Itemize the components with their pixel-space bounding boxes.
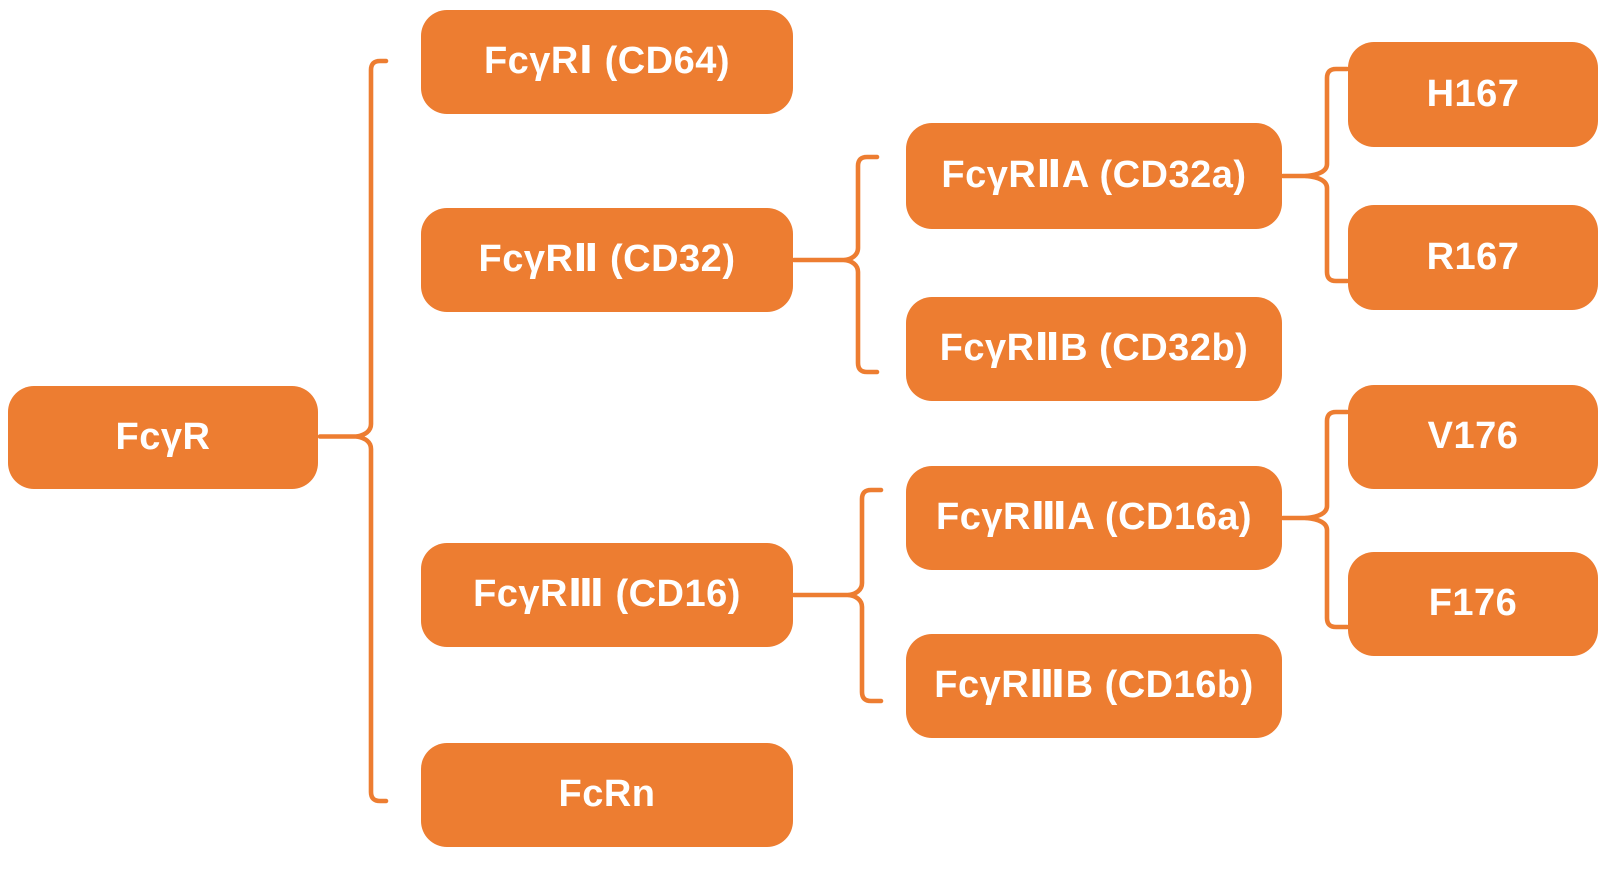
node-r167-label: R167: [1426, 235, 1520, 278]
node-fcgr2a-cd32a-label: FcγRⅡA (CD32a): [941, 154, 1247, 196]
node-fcgr3b-cd16b: FcγRⅢB (CD16b): [906, 634, 1282, 738]
node-v176-label: V176: [1427, 415, 1519, 457]
node-fcgr-root-label: FcγR: [115, 415, 211, 458]
node-r167: R167: [1348, 205, 1598, 310]
node-h167-label: H167: [1426, 72, 1520, 115]
brace-cd16: [846, 487, 884, 704]
node-fcrn-label: FcRn: [558, 773, 656, 815]
node-fcgr2a-cd32a: FcγRⅡA (CD32a): [906, 123, 1282, 229]
brace-root: [354, 58, 389, 804]
node-fcgr2-cd32: FcγRⅡ (CD32): [421, 208, 793, 312]
node-fcgr1-cd64-label: FcγRⅠ (CD64): [483, 40, 731, 82]
node-fcrn: FcRn: [421, 743, 793, 847]
brace-cd32: [842, 154, 880, 375]
node-f176: F176: [1348, 552, 1598, 656]
node-fcgr2-cd32-label: FcγRⅡ (CD32): [478, 238, 736, 280]
node-v176: V176: [1348, 385, 1598, 489]
node-f176-label: F176: [1428, 582, 1518, 624]
brace-cd32a: [1303, 66, 1350, 284]
node-fcgr3-cd16: FcγRⅢ (CD16): [421, 543, 793, 647]
node-fcgr3-cd16-label: FcγRⅢ (CD16): [473, 573, 741, 615]
node-h167: H167: [1348, 42, 1598, 147]
node-fcgr2b-cd32b: FcγRⅡB (CD32b): [906, 297, 1282, 401]
node-fcgr1-cd64: FcγRⅠ (CD64): [421, 10, 793, 114]
node-fcgr-root: FcγR: [8, 386, 318, 489]
node-fcgr3b-cd16b-label: FcγRⅢB (CD16b): [934, 664, 1254, 706]
node-fcgr2b-cd32b-label: FcγRⅡB (CD32b): [939, 327, 1249, 369]
node-fcgr3a-cd16a: FcγRⅢA (CD16a): [906, 466, 1282, 570]
node-fcgr3a-cd16a-label: FcγRⅢA (CD16a): [935, 496, 1253, 538]
brace-cd16a: [1303, 409, 1350, 630]
